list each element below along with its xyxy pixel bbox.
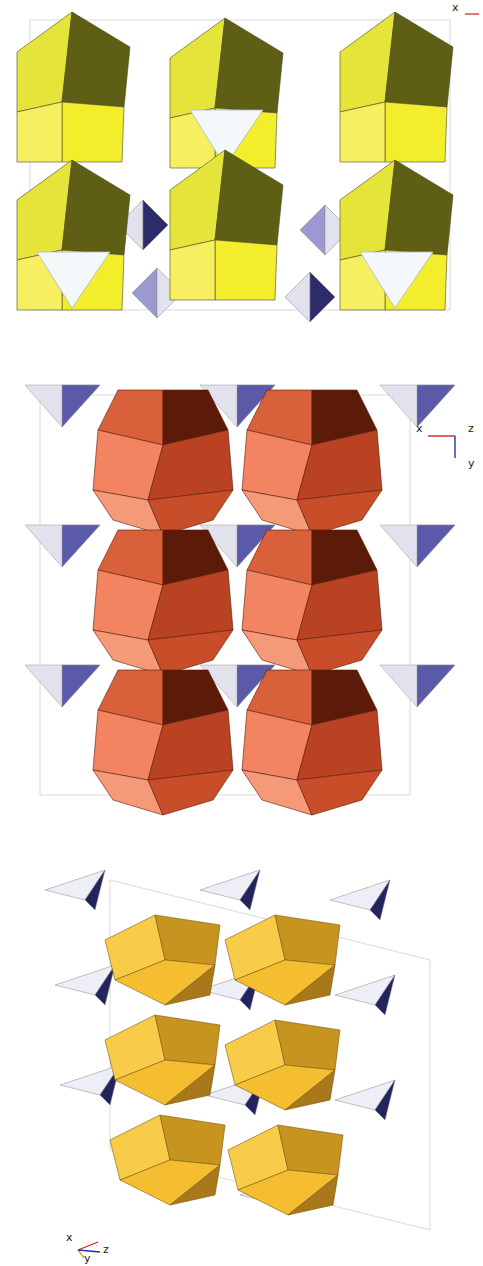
axis-label: x xyxy=(416,423,423,435)
axis-label: y xyxy=(84,1253,91,1265)
axis-label: y xyxy=(468,458,475,470)
axis-label: z xyxy=(103,1244,109,1256)
axis-label: x xyxy=(452,2,459,14)
axis-label: x xyxy=(66,1232,73,1244)
axis-label: z xyxy=(468,423,474,435)
